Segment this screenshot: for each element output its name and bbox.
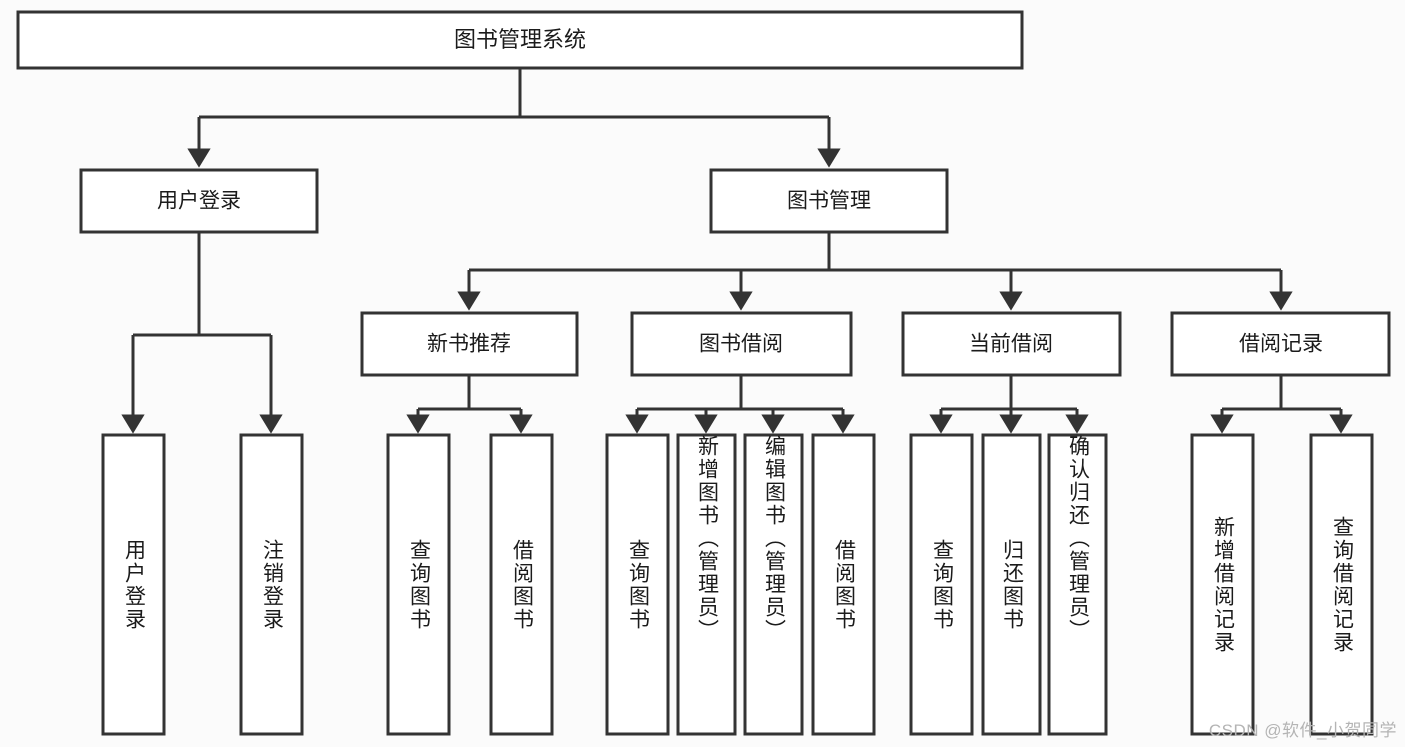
connector-new-book-rec-to-leaves <box>406 375 533 434</box>
leaf-box <box>811 433 876 736</box>
leaf-box <box>743 433 804 736</box>
node-new-book-recommend[interactable]: 新书推荐 <box>360 311 579 377</box>
csdn-watermark: CSDN @软件_小贺同学 <box>1208 721 1397 740</box>
connector-borrow-record-to-leaves <box>1210 375 1353 434</box>
node-current-borrow-label: 当前借阅 <box>969 333 1053 356</box>
node-book-manage-label: 图书管理 <box>787 190 871 213</box>
node-user-login-label: 用户登录 <box>157 190 241 213</box>
connector-user-login-to-leaves <box>121 232 283 434</box>
leaf-boxes-current-borrow <box>909 433 1108 736</box>
leaf-box <box>1190 433 1255 736</box>
node-borrow-record[interactable]: 借阅记录 <box>1170 311 1391 377</box>
leaf-box <box>1047 433 1108 736</box>
leaf-boxes-user-login <box>101 433 304 736</box>
node-book-borrow-label: 图书借阅 <box>699 333 783 356</box>
node-book-borrow[interactable]: 图书借阅 <box>630 311 853 377</box>
leaf-box <box>1309 433 1374 736</box>
leaf-box <box>239 433 304 736</box>
leaf-boxes-borrow-record <box>1190 433 1374 736</box>
leaf-box <box>489 433 554 736</box>
leaf-box <box>101 433 166 736</box>
leaf-box <box>676 433 737 736</box>
leaf-box <box>981 433 1042 736</box>
leaf-boxes-book-borrow <box>605 433 876 736</box>
connector-current-borrow-to-leaves <box>929 375 1089 434</box>
node-book-manage[interactable]: 图书管理 <box>709 168 949 234</box>
leaf-box <box>386 433 451 736</box>
node-user-login[interactable]: 用户登录 <box>79 168 319 234</box>
leaf-boxes-new-book-recommend <box>386 433 554 736</box>
leaf-box <box>909 433 974 736</box>
node-current-borrow[interactable]: 当前借阅 <box>901 311 1122 377</box>
node-new-book-recommend-label: 新书推荐 <box>427 333 511 356</box>
connector-root-to-level2 <box>187 68 841 168</box>
connector-book-manage-to-level3 <box>457 232 1293 311</box>
leaf-box <box>605 433 670 736</box>
node-borrow-record-label: 借阅记录 <box>1239 333 1323 356</box>
connector-book-borrow-to-leaves <box>625 375 855 434</box>
node-root[interactable]: 图书管理系统 <box>16 10 1024 70</box>
node-root-label: 图书管理系统 <box>454 27 586 52</box>
